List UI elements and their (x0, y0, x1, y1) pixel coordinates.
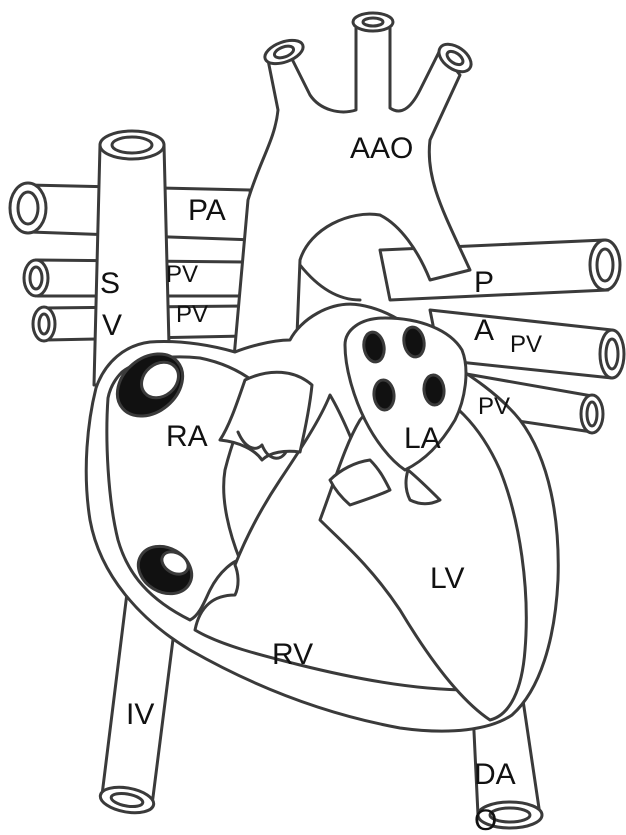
label-svc-s: S (100, 267, 120, 300)
label-rv: RV (272, 638, 313, 671)
label-pv-left-top: PV (166, 261, 198, 288)
label-aao: AAO (350, 132, 413, 165)
label-dao-da: DA (474, 758, 516, 791)
label-pv-right-bottom: PV (478, 393, 510, 420)
label-pv-right-top: PV (510, 331, 542, 358)
label-lv: LV (430, 562, 464, 595)
label-la: LA (404, 422, 441, 455)
label-dao-o: O (474, 804, 497, 835)
label-svc-v: V (102, 309, 122, 342)
label-pa-right-p: P (474, 266, 494, 299)
label-iv: IV (126, 698, 154, 731)
label-pv-left-bottom: PV (176, 301, 208, 328)
label-pa-left: PA (188, 194, 226, 227)
label-ra: RA (166, 420, 208, 453)
label-pa-right-a: A (474, 314, 494, 347)
